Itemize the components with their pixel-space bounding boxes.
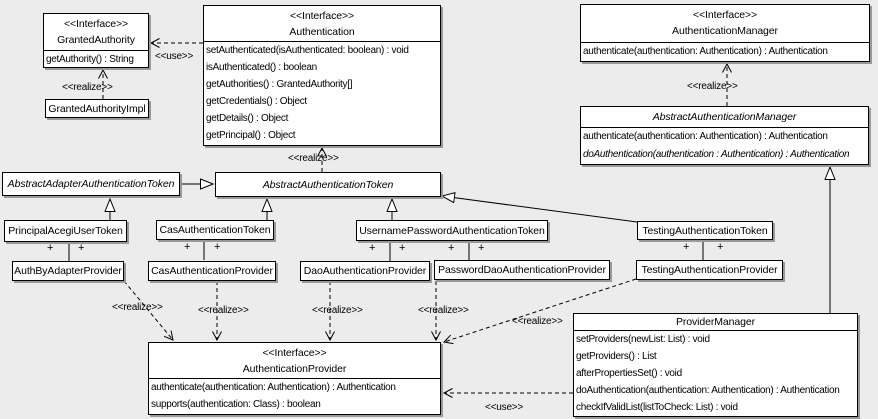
class-authentication-manager[interactable]: <<Interface>> AuthenticationManager auth… xyxy=(580,4,870,62)
class-authentication[interactable]: <<Interface>> Authentication setAuthenti… xyxy=(203,5,441,146)
class-username-password-authentication-token[interactable]: UsernamePasswordAuthenticationToken xyxy=(356,220,548,241)
association-plus-label: + xyxy=(399,242,406,254)
method-label: getDetails() : Object xyxy=(206,113,289,124)
method-label: getProviders() : List xyxy=(576,351,657,362)
class-name: DaoAuthenticationProvider xyxy=(303,265,427,277)
class-abstract-authentication-manager[interactable]: AbstractAuthenticationManager authentica… xyxy=(580,106,869,165)
association-plus-label: + xyxy=(184,241,191,253)
method-label: setAuthenticated(isAuthenticated: boolea… xyxy=(206,45,409,56)
association-plus-label: + xyxy=(478,242,485,254)
association-plus-label: + xyxy=(369,242,376,254)
class-header: <<Interface>> AuthenticationProvider xyxy=(149,343,440,379)
generalization-edges xyxy=(110,167,830,313)
method-label: supports(authentication: Class) : boolea… xyxy=(151,399,321,410)
realize-stereotype-label: <<realize>> xyxy=(288,153,339,164)
edge-testing-token-extends-abstract-token xyxy=(442,196,638,223)
method-label: setProviders(newList: List) : void xyxy=(576,334,710,345)
association-plus-label: + xyxy=(683,241,690,253)
method-label: checkIfValidList(listToCheck: List) : vo… xyxy=(576,402,738,413)
stereotype-label: <<Interface>> xyxy=(692,9,758,21)
class-name: PrincipalAcegiUserToken xyxy=(8,225,123,237)
class-name: ProviderManager xyxy=(574,314,857,331)
stereotype-label: <<Interface>> xyxy=(262,347,327,359)
class-name: TestingAuthenticationProvider xyxy=(641,264,778,276)
class-name: AbstractAuthenticationToken xyxy=(262,178,394,191)
method-label: getCredentials() : Object xyxy=(206,96,307,107)
class-name: GrantedAuthority xyxy=(57,34,135,46)
class-name: UsernamePasswordAuthenticationToken xyxy=(359,224,545,237)
class-granted-authority[interactable]: <<Interface>> GrantedAuthority getAuthor… xyxy=(43,13,149,68)
realize-stereotype-label: <<realize>> xyxy=(312,305,363,316)
realize-stereotype-label: <<realize>> xyxy=(198,305,249,316)
class-header: <<Interface>> Authentication xyxy=(204,6,440,42)
class-provider-manager[interactable]: ProviderManager setProviders(newList: Li… xyxy=(573,313,858,417)
class-abstract-adapter-authentication-token[interactable]: AbstractAdapterAuthenticationToken xyxy=(2,172,180,196)
association-plus-label: + xyxy=(47,242,54,254)
method-label-abstract: doAuthentication(authentication : Authen… xyxy=(583,149,850,160)
class-cas-authentication-provider[interactable]: CasAuthenticationProvider xyxy=(148,261,276,281)
class-granted-authority-impl[interactable]: GrantedAuthorityImpl xyxy=(45,99,149,118)
association-plus-label: + xyxy=(214,241,221,253)
class-name: PasswordDaoAuthenticationProvider xyxy=(438,264,606,276)
edge-testing-provider-realizes-provider xyxy=(442,278,637,345)
class-name: AuthByAdapterProvider xyxy=(14,265,122,277)
use-stereotype-label: <<use>> xyxy=(155,51,194,62)
class-name: Authentication xyxy=(289,26,355,38)
method-label: authenticate(authentication: Authenticat… xyxy=(583,131,828,142)
class-principal-acegi-user-token[interactable]: PrincipalAcegiUserToken xyxy=(4,220,127,242)
class-name: GrantedAuthorityImpl xyxy=(48,102,146,115)
method-label: doAuthentication(authentication: Authent… xyxy=(576,385,840,396)
class-auth-by-adapter-provider[interactable]: AuthByAdapterProvider xyxy=(12,261,124,281)
class-cas-authentication-token[interactable]: CasAuthenticationToken xyxy=(156,220,274,240)
method-label: authenticate(authentication: Authenticat… xyxy=(151,382,396,393)
method-label: getAuthority() : String xyxy=(46,54,134,65)
realize-stereotype-label: <<realize>> xyxy=(687,81,738,92)
realize-stereotype-label: <<realize>> xyxy=(62,82,113,93)
association-edges xyxy=(68,240,704,261)
association-plus-label: + xyxy=(78,242,85,254)
method-label: isAuthenticated() : boolean xyxy=(206,62,317,73)
class-name: AbstractAuthenticationManager xyxy=(581,107,868,128)
class-header: <<Interface>> GrantedAuthority xyxy=(44,14,148,51)
method-label: afterPropertiesSet() : void xyxy=(576,368,682,379)
use-stereotype-label: <<use>> xyxy=(485,402,524,413)
class-name: AuthenticationManager xyxy=(672,25,778,37)
class-name: AbstractAdapterAuthenticationToken xyxy=(7,178,175,190)
class-testing-authentication-token[interactable]: TestingAuthenticationToken xyxy=(637,221,773,240)
dashed-edges xyxy=(98,38,732,398)
association-plus-label: + xyxy=(717,241,724,253)
class-header: <<Interface>> AuthenticationManager xyxy=(581,5,869,43)
method-label: getPrincipal() : Object xyxy=(206,130,296,141)
method-label: getAuthorities() : GrantedAuthority[] xyxy=(206,79,353,90)
class-dao-authentication-provider[interactable]: DaoAuthenticationProvider xyxy=(300,261,430,281)
class-name: CasAuthenticationProvider xyxy=(151,265,273,277)
realize-stereotype-label: <<realize>> xyxy=(112,302,163,313)
association-plus-label: + xyxy=(448,242,455,254)
class-password-dao-authentication-provider[interactable]: PasswordDaoAuthenticationProvider xyxy=(434,260,610,280)
edge-authbyadapter-realizes-provider xyxy=(123,280,174,341)
stereotype-label: <<Interface>> xyxy=(289,10,355,22)
class-name: TestingAuthenticationToken xyxy=(642,224,768,237)
stereotype-label: <<Interface>> xyxy=(63,18,129,30)
class-authentication-provider[interactable]: <<Interface>> AuthenticationProvider aut… xyxy=(148,342,441,415)
class-testing-authentication-provider[interactable]: TestingAuthenticationProvider xyxy=(636,260,783,280)
class-name: AuthenticationProvider xyxy=(242,363,347,375)
realize-stereotype-label: <<realize>> xyxy=(512,316,563,327)
class-name: CasAuthenticationToken xyxy=(159,224,271,236)
class-abstract-authentication-token[interactable]: AbstractAuthenticationToken xyxy=(215,172,441,197)
realize-stereotype-label: <<realize>> xyxy=(418,305,469,316)
method-label: authenticate(authentication: Authenticat… xyxy=(583,46,828,57)
